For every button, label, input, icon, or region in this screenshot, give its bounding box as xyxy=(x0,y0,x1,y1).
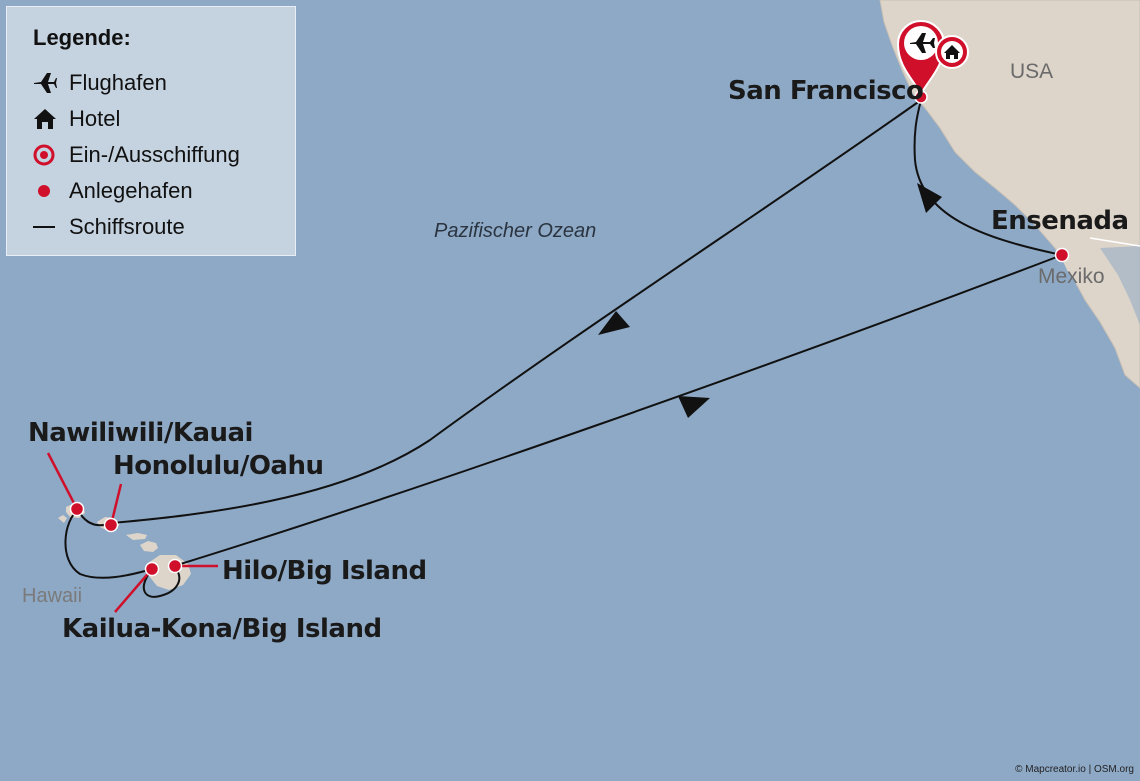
legend-label: Ein-/Ausschiffung xyxy=(69,142,240,167)
legend-item-airport: Flughafen xyxy=(33,65,295,101)
direction-arrow-eastbound xyxy=(678,396,710,418)
land-north-america xyxy=(879,0,1140,389)
port-dot-honolulu[interactable] xyxy=(103,517,119,533)
island-niihau xyxy=(58,515,67,523)
red-dot-icon xyxy=(33,179,69,203)
border-line xyxy=(1089,237,1140,247)
route-ensenada-to-sf xyxy=(913,99,1063,256)
label-kailua-kona[interactable]: Kailua-Kona/Big Island xyxy=(62,614,382,644)
label-mexiko: Mexiko xyxy=(1038,265,1105,288)
label-hawaii: Hawaii xyxy=(22,585,83,607)
route-hilo-to-ensenada xyxy=(173,254,1063,567)
legend-item-hotel: Hotel xyxy=(33,101,295,137)
port-dot-nawiliwili[interactable] xyxy=(69,501,85,517)
land-baja-california xyxy=(1060,255,1130,360)
legend-label: Anlegehafen xyxy=(69,178,193,203)
label-hilo[interactable]: Hilo/Big Island xyxy=(222,556,427,586)
target-icon xyxy=(33,143,69,167)
legend-label: Schiffsroute xyxy=(69,214,185,239)
port-dot-ensenada[interactable] xyxy=(1054,247,1070,263)
embarkation-marker-san-francisco[interactable] xyxy=(896,20,969,104)
route-kona-loop xyxy=(142,565,181,598)
port-markers xyxy=(69,247,1070,577)
airplane-icon xyxy=(33,72,69,94)
house-icon xyxy=(33,108,69,130)
island-maui xyxy=(140,541,158,552)
leader-kailua-kona xyxy=(114,568,153,613)
legend-item-port: Anlegehafen xyxy=(33,173,295,209)
label-nawiliwili[interactable]: Nawiliwili/Kauai xyxy=(28,418,253,448)
island-molokai xyxy=(126,533,147,540)
legend-item-embarkation: Ein-/Ausschiffung xyxy=(33,137,295,173)
leader-nawiliwili xyxy=(46,452,79,510)
line-icon xyxy=(33,222,69,232)
label-pacific-ocean: Pazifischer Ozean xyxy=(434,220,597,242)
route-sf-to-honolulu xyxy=(111,99,922,524)
label-usa: USA xyxy=(1010,60,1054,83)
port-dot-hilo[interactable] xyxy=(167,558,183,574)
gulf-of-california xyxy=(1100,246,1140,325)
airplane-icon xyxy=(910,33,935,53)
map-credit: © Mapcreator.io | OSM.org xyxy=(1015,764,1134,775)
legend-label: Hotel xyxy=(69,106,121,131)
label-ensenada[interactable]: Ensenada xyxy=(991,206,1129,236)
label-honolulu[interactable]: Honolulu/Oahu xyxy=(113,451,324,481)
direction-arrow-westbound xyxy=(598,311,630,335)
direction-arrow-northbound xyxy=(917,183,942,213)
house-icon xyxy=(944,45,960,59)
legend-item-route: Schiffsroute xyxy=(33,209,295,245)
label-san-francisco[interactable]: San Francisco xyxy=(728,76,924,106)
port-dot-kailua-kona[interactable] xyxy=(144,561,160,577)
legend-title: Legende: xyxy=(33,25,131,50)
map-legend: Legende: Flughafen Hotel Ein-/Ausschiffu… xyxy=(6,6,296,256)
route-nawiliwili-to-kona xyxy=(64,509,153,579)
legend-label: Flughafen xyxy=(69,70,167,95)
